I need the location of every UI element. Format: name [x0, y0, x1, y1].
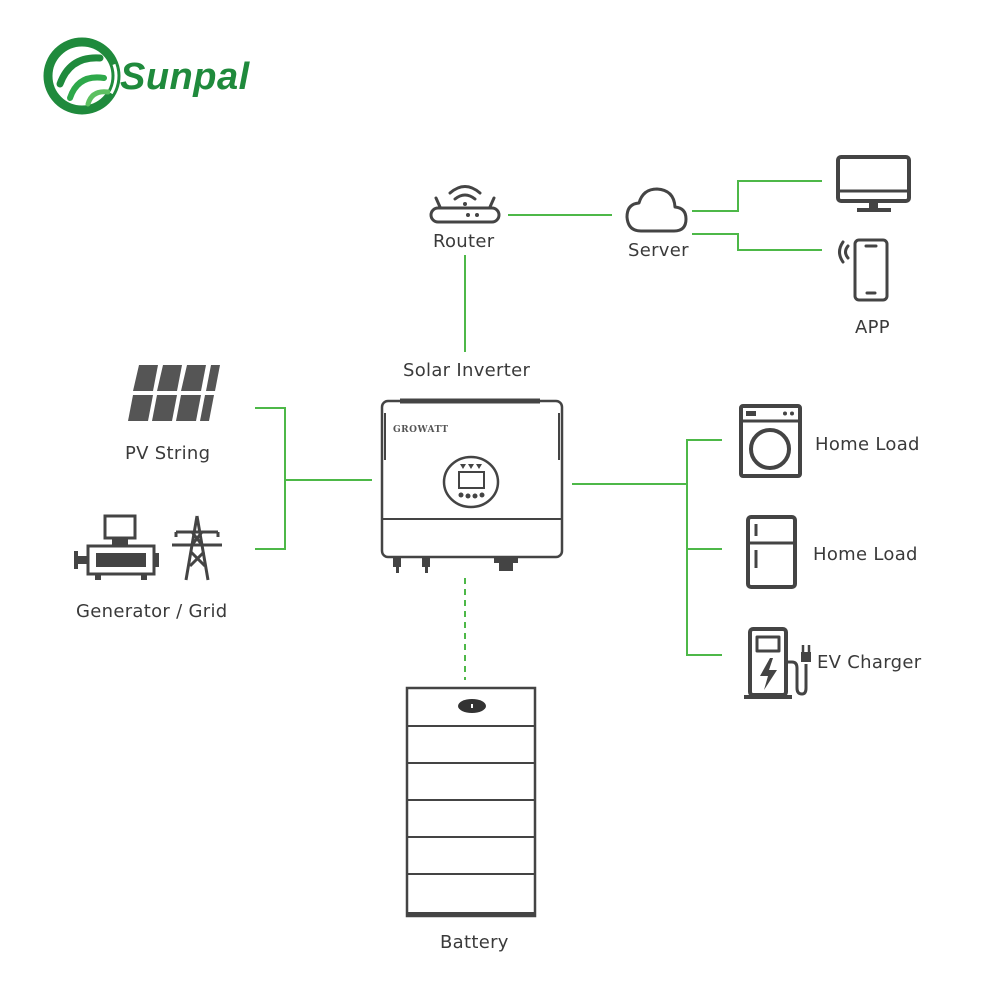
line-server-phone [692, 233, 822, 251]
solar-inverter: GROWATT [380, 398, 564, 573]
solar-inverter-label: Solar Inverter [403, 360, 531, 381]
pv-string-label: PV String [125, 443, 211, 464]
line-load-bus [686, 439, 722, 656]
router-icon [429, 185, 501, 224]
logo-text: Sunpal [120, 56, 250, 98]
ev-charger-label: EV Charger [817, 652, 922, 673]
line-server-monitor [692, 180, 822, 212]
phone-icon [838, 238, 889, 302]
monitor-icon [836, 155, 911, 212]
generator-icon [74, 514, 159, 580]
cloud-server-icon [625, 187, 688, 233]
inverter-brand-text: GROWATT [393, 425, 449, 435]
battery-stack-icon [405, 686, 537, 918]
line-pv-bus [255, 407, 286, 550]
server-label: Server [628, 240, 689, 261]
app-label: APP [855, 317, 890, 338]
ev-charger-icon [744, 627, 811, 699]
home-load-2-label: Home Load [813, 544, 918, 565]
home-load-1-label: Home Load [815, 434, 920, 455]
router-label: Router [433, 231, 495, 252]
power-pylon-icon [172, 515, 222, 581]
washing-machine-icon [739, 404, 802, 478]
sunpal-logo-icon [43, 37, 121, 115]
refrigerator-icon [746, 515, 797, 589]
generator-grid-label: Generator / Grid [76, 601, 228, 622]
pv-panel-icon [128, 365, 220, 421]
battery-label: Battery [440, 932, 509, 953]
